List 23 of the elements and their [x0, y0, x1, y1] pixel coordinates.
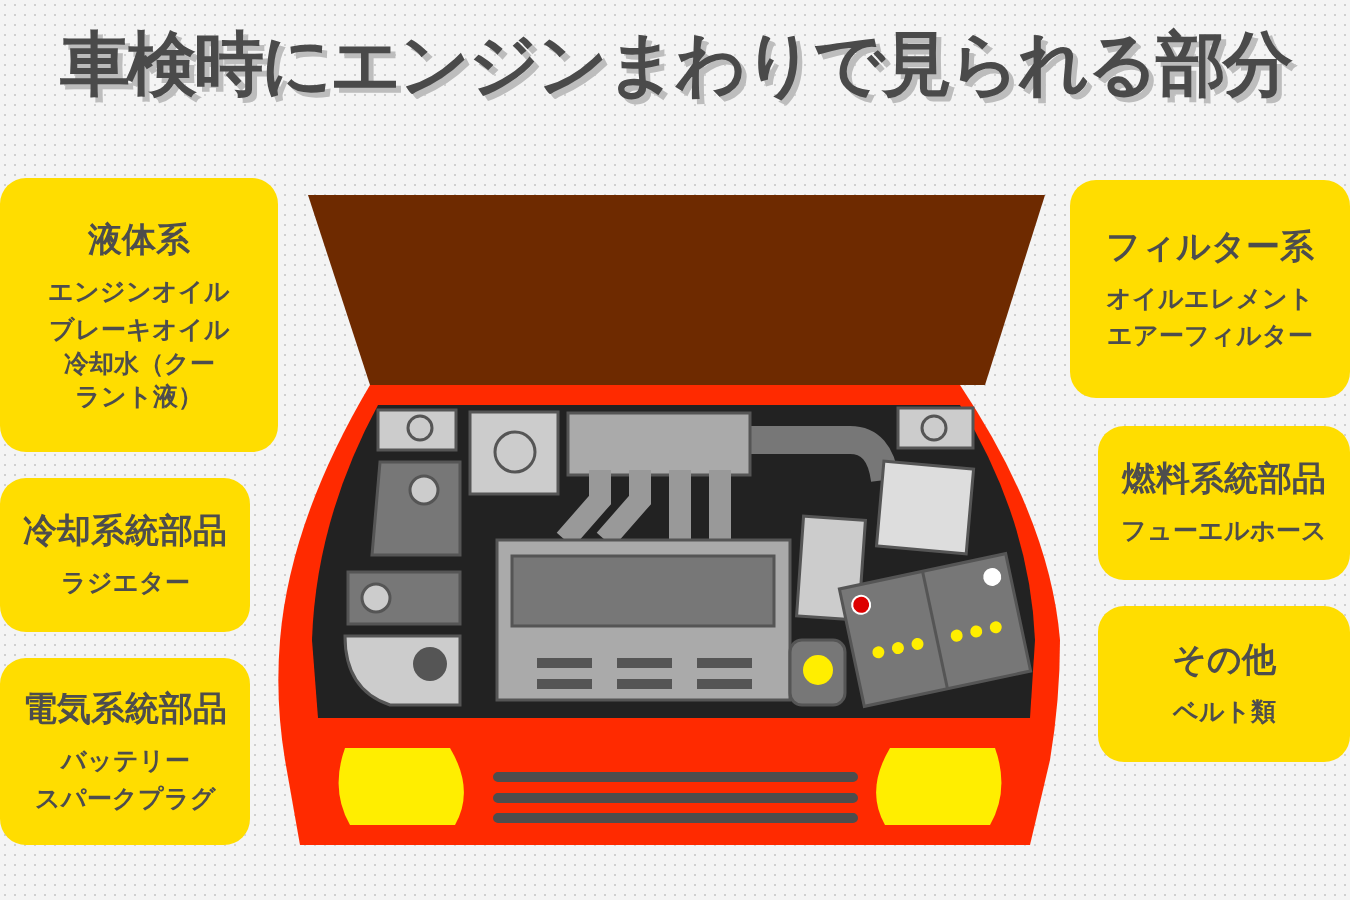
- category-box: [1098, 606, 1350, 762]
- part-name: オイルエレメント: [1106, 282, 1314, 315]
- category-box: [0, 178, 278, 452]
- category-box: [0, 478, 250, 632]
- part-name: エンジンオイル: [48, 276, 230, 308]
- part-name: ベルト類: [1172, 696, 1276, 729]
- title: 車検時にエンジンまわりで見られる部分: [59, 22, 1292, 107]
- category-box: [0, 658, 250, 845]
- category-box: [1070, 180, 1350, 398]
- category-heading: 燃料系統部品: [1122, 457, 1326, 501]
- part-name: ブレーキオイル: [48, 313, 230, 346]
- category-heading: その他: [1172, 638, 1276, 682]
- category-heading: 冷却系統部品: [23, 509, 227, 553]
- category-heading: 電気系統部品: [23, 687, 227, 730]
- part-name: ラジエター: [60, 567, 190, 600]
- category-heading: 液体系: [88, 218, 190, 261]
- part-name: スパークプラグ: [34, 782, 216, 815]
- part-name: フューエルホース: [1121, 515, 1327, 548]
- part-name: バッテリー: [60, 745, 190, 777]
- category-box: [1098, 426, 1350, 580]
- part-name: エアーフィルター: [1107, 320, 1313, 352]
- part-name: 冷却水（クーラント液）: [62, 348, 216, 413]
- category-heading: フィルター系: [1106, 224, 1314, 268]
